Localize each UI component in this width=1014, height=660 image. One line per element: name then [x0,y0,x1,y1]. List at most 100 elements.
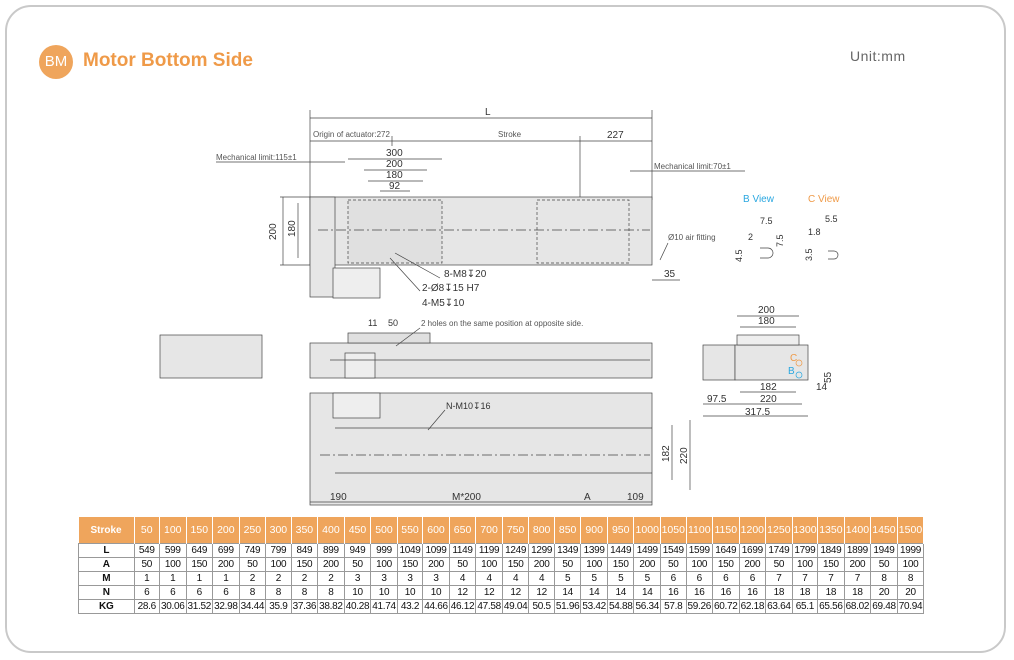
table-header-cell: 100 [159,517,187,544]
svg-text:11: 11 [368,318,377,328]
table-cell: 8 [896,571,925,586]
svg-text:92: 92 [389,181,401,192]
table-header-cell: 1100 [686,517,714,544]
svg-text:227: 227 [607,130,624,141]
table-row-label: N [78,585,135,600]
table-cell: 100 [370,557,398,572]
table-cell: 2 [265,571,292,586]
svg-text:180: 180 [287,220,298,237]
table-cell: 799 [265,543,292,558]
table-cell: 16 [685,585,714,600]
svg-text:Ø10 air fitting: Ø10 air fitting [668,233,716,242]
table-header-cell: 550 [397,517,424,544]
svg-text:317.5: 317.5 [745,407,770,418]
table-cell: 8 [265,585,292,600]
b-c-views: B View C View 7.5 2 7.5 4.5 5.5 1.8 3.5 [734,194,840,262]
bm-badge: BM [39,45,73,79]
table-cell: 34.44 [238,599,267,614]
table-cell: 16 [660,585,687,600]
svg-text:14: 14 [816,382,828,393]
svg-text:N-M10↧16: N-M10↧16 [446,401,491,411]
table-cell: 32.98 [212,599,240,614]
table-cell: 3 [343,571,372,586]
table-cell: 2 [238,571,267,586]
table-cell: 5 [633,571,661,586]
table-cell: 6 [660,571,687,586]
table-cell: 100 [265,557,292,572]
table-cell: 949 [343,543,372,558]
svg-text:L: L [485,107,491,118]
table-cell: 18 [791,585,819,600]
table-cell: 30.06 [159,599,187,614]
table-cell: 35.9 [265,599,292,614]
table-header-cell: 800 [528,517,555,544]
table-row-label: KG [78,599,135,614]
table-cell: 49.04 [501,599,530,614]
table-cell: 6 [738,571,767,586]
table-header-cell: 1500 [897,517,925,544]
svg-text:7.5: 7.5 [775,234,785,247]
table-cell: 12 [475,585,503,600]
table-cell: 50 [343,557,372,572]
table-cell: 3 [422,571,450,586]
table-cell: 10 [370,585,398,600]
card-frame [5,5,1006,653]
table-cell: 100 [685,557,714,572]
table-cell: 57.8 [660,599,687,614]
end-view: 200 180 182 220 97.5 317.5 14 55 C B [702,305,834,418]
table-cell: 41.74 [370,599,398,614]
table-cell: 100 [475,557,503,572]
table-header-cell: 1400 [844,517,872,544]
table-cell: 7 [791,571,819,586]
table-cell: 54.88 [606,599,635,614]
svg-text:180: 180 [758,316,775,327]
svg-text:Origin of actuator:272: Origin of actuator:272 [313,130,390,139]
table-cell: 18 [817,585,845,600]
svg-text:7.5: 7.5 [760,216,773,226]
table-cell: 150 [185,557,214,572]
table-cell: 1049 [396,543,424,558]
top-view: L Origin of actuator:272 Stroke 227 Mech… [216,107,745,309]
table-cell: 5 [553,571,582,586]
table-cell: 7 [765,571,793,586]
svg-text:4.5: 4.5 [734,249,744,262]
table-cell: 5 [580,571,608,586]
table-cell: 200 [317,557,345,572]
svg-text:182: 182 [760,382,777,393]
table-cell: 599 [159,543,187,558]
table-cell: 150 [817,557,845,572]
table-cell: 200 [633,557,661,572]
svg-text:109: 109 [627,492,644,503]
table-cell: 70.94 [896,599,925,614]
svg-text:5.5: 5.5 [825,214,838,224]
table-header-cell: 300 [265,517,292,544]
table-header-cell: 250 [239,517,267,544]
table-cell: 50 [870,557,898,572]
svg-text:50: 50 [388,318,398,328]
svg-text:97.5: 97.5 [707,394,727,405]
table-cell: 1749 [765,543,793,558]
table-cell: 1199 [475,543,503,558]
svg-text:C: C [790,353,797,364]
table-cell: 56.34 [633,599,661,614]
svg-text:C View: C View [808,194,840,205]
table-cell: 849 [290,543,319,558]
svg-text:1.8: 1.8 [808,227,821,237]
table-row-label: L [78,543,135,558]
table-cell: 1799 [791,543,819,558]
table-cell: 6 [159,585,187,600]
table-cell: 20 [896,585,925,600]
table-cell: 65.56 [817,599,845,614]
table-cell: 65.1 [791,599,819,614]
table-header-cell: 1300 [792,517,819,544]
table-cell: 8 [870,571,898,586]
table-cell: 1849 [817,543,845,558]
table-header-cell: 650 [449,517,477,544]
table-cell: 4 [528,571,555,586]
table-cell: 5 [606,571,635,586]
table-cell: 1499 [633,543,661,558]
table-cell: 1299 [528,543,555,558]
